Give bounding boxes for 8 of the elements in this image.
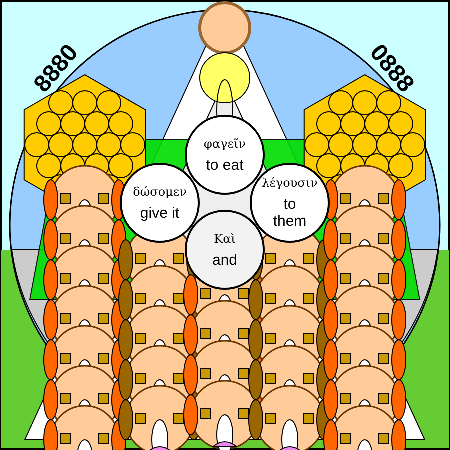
english-gloss: to them [272,196,308,230]
greek-word: φαγεῖν [204,136,246,150]
greek-word: λέγουσιν [262,176,318,190]
english-gloss: and [211,252,239,268]
english-gloss: to eat [205,156,245,174]
english-gloss: give it [139,204,181,222]
greek-word: Καὶ [214,232,236,246]
greek-word: δώσομεν [133,184,187,198]
